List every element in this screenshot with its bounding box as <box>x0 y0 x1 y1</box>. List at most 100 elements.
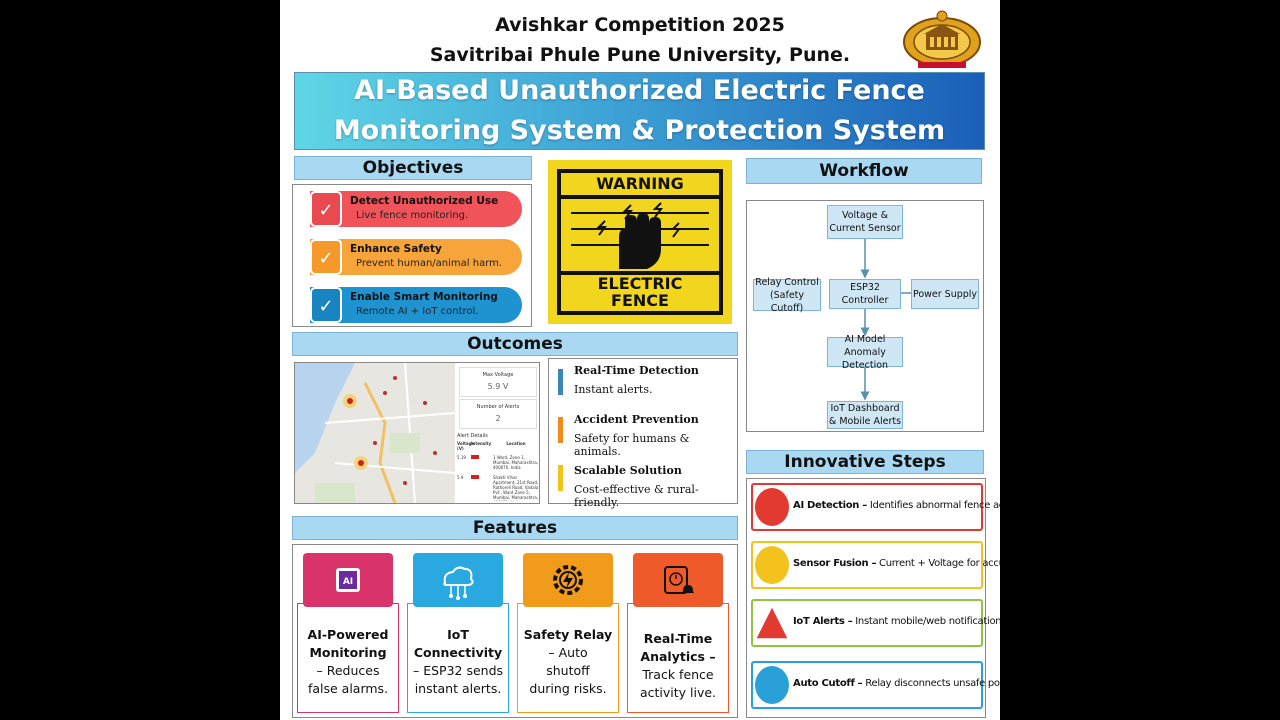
university-seal-icon <box>903 10 981 68</box>
step-desc: Current + Voltage for accuracy. <box>879 558 1000 569</box>
max-voltage-label: Max Voltage <box>482 372 514 378</box>
features-heading: Features <box>292 516 738 540</box>
alert-details-label: Alert Details <box>457 433 488 439</box>
title-banner: AI-Based Unauthorized Electric Fence Mon… <box>294 72 985 150</box>
feature-card-analytics: Real-Time Analytics – Track fence activi… <box>627 603 729 713</box>
feature-desc: – ESP32 sends <box>412 663 504 678</box>
alert-table-header: Voltage (V) Intensity Location <box>457 441 539 451</box>
innovative-steps-heading: Innovative Steps <box>746 450 984 474</box>
objective-subtitle: Prevent human/animal harm. <box>356 258 503 269</box>
objective-item: ✓ Detect Unauthorized Use Live fence mon… <box>310 191 522 227</box>
feature-desc: during risks. <box>529 681 607 696</box>
objective-title: Enhance Safety <box>350 243 442 255</box>
feature-desc: shutoff <box>546 663 590 678</box>
intensity-badge <box>471 455 493 471</box>
outcomes-heading: Outcomes <box>292 332 738 356</box>
plug-icon <box>755 666 789 704</box>
feature-text: Real-Time Analytics – Track fence activi… <box>628 630 728 702</box>
innovative-step-text: Sensor Fusion – Current + Voltage for ac… <box>793 558 1000 569</box>
step-desc: Instant mobile/web notifications. <box>855 616 1000 627</box>
workflow-node-relay: Relay Control (Safety Cutoff) <box>753 277 821 314</box>
objective-item: ✓ Enable Smart Monitoring Remote AI + Io… <box>310 287 522 323</box>
features-panel: AI-Powered Monitoring – Reduces false al… <box>292 544 738 718</box>
step-term: Auto Cutoff – <box>793 678 863 689</box>
col-voltage: Voltage (V) <box>457 441 475 451</box>
title-line-2: Monitoring System & Protection System <box>333 115 946 146</box>
step-term: Sensor Fusion – <box>793 558 877 569</box>
innovative-step-text: AI Detection – Identifies abnormal fence… <box>793 500 1000 511</box>
feature-text: IoT Connectivity – ESP32 sends instant a… <box>408 626 508 698</box>
outcome-subtitle: Cost-effective & rural-friendly. <box>574 483 699 509</box>
electric-label: ELECTRIC <box>597 274 683 293</box>
feature-title: IoT <box>447 627 469 642</box>
checkmark-icon: ✓ <box>310 287 342 323</box>
feature-desc: – Reduces <box>316 663 380 678</box>
innovative-step-iot: IoT Alerts – Instant mobile/web notifica… <box>751 599 1000 647</box>
outcome-subtitle: Instant alerts. <box>574 383 653 396</box>
cloud-network-icon <box>413 553 503 607</box>
map-view <box>295 363 455 503</box>
poster: Avishkar Competition 2025 Savitribai Phu… <box>280 0 1000 720</box>
step-term: IoT Alerts – <box>793 616 853 627</box>
feature-title: Monitoring <box>309 645 387 660</box>
feature-desc: – Auto <box>548 645 588 660</box>
alert-triangle-icon <box>756 607 788 639</box>
workflow-node-sensor: Voltage & Current Sensor <box>827 205 903 239</box>
feature-title: Real-Time <box>643 631 713 646</box>
feature-desc: activity live. <box>639 685 717 700</box>
innovative-step-text: Auto Cutoff – Relay disconnects unsafe p… <box>793 678 1000 689</box>
workflow-node-ai: AI Model Anomaly Detection <box>827 334 903 371</box>
row-voltage: 5.19 <box>457 455 466 460</box>
outcome-subtitle: Safety for humans & animals. <box>574 432 690 458</box>
competition-title: Avishkar Competition 2025 <box>495 14 785 36</box>
step-desc: Identifies abnormal fence activity. <box>869 500 1000 511</box>
outcome-title: Real-Time Detection <box>574 364 699 377</box>
dashboard-screenshot: Max Voltage 5.9 V Number of Alerts 2 Ale… <box>294 362 540 504</box>
feature-title: AI-Powered <box>307 627 389 642</box>
max-voltage-card: Max Voltage 5.9 V <box>459 367 537 397</box>
workflow-node-power: Power Supply <box>911 279 979 309</box>
feature-text: Safety Relay – Auto shutoff during risks… <box>518 626 618 698</box>
objective-title: Detect Unauthorized Use <box>350 195 499 207</box>
feature-card-ai: AI-Powered Monitoring – Reduces false al… <box>297 603 399 713</box>
intensity-badge <box>471 475 493 501</box>
title-line-1: AI-Based Unauthorized Electric Fence <box>354 75 925 106</box>
outcome-marker <box>558 465 563 491</box>
svg-text:AI: AI <box>343 577 353 587</box>
outcome-title: Scalable Solution <box>574 464 682 477</box>
objective-item: ✓ Enhance Safety Prevent human/animal ha… <box>310 239 522 275</box>
col-location: Location <box>506 441 526 446</box>
warning-sign: WARNING ELECTRIC FENCE <box>548 160 732 324</box>
table-row: 5.9 Shakti Vihar Apartment, 21st Road, R… <box>457 475 539 501</box>
feature-desc: instant alerts. <box>414 681 502 696</box>
objective-title: Enable Smart Monitoring <box>350 291 498 303</box>
innovative-steps-panel: AI Detection – Identifies abnormal fence… <box>746 478 1000 718</box>
objective-subtitle: Remote AI + IoT control. <box>356 306 479 317</box>
step-term: AI Detection – <box>793 500 867 511</box>
warning-label: WARNING <box>561 173 719 195</box>
feature-card-iot: IoT Connectivity – ESP32 sends instant a… <box>407 603 509 713</box>
ai-head-icon <box>755 488 789 526</box>
warning-sign-inner: WARNING ELECTRIC FENCE <box>557 169 723 315</box>
innovative-step-text: IoT Alerts – Instant mobile/web notifica… <box>793 616 1000 627</box>
dashboard-stats: Max Voltage 5.9 V Number of Alerts 2 Ale… <box>455 363 539 503</box>
hand-shock-icon <box>561 199 719 271</box>
objectives-heading: Objectives <box>294 156 532 180</box>
checkmark-icon: ✓ <box>310 191 342 227</box>
timer-bell-icon <box>633 553 723 607</box>
feature-title: Analytics – <box>640 649 716 664</box>
feature-desc: Track fence <box>642 667 714 682</box>
col-intensity: Intensity <box>471 441 492 446</box>
workflow-diagram: Voltage & Current Sensor Relay Control (… <box>746 200 984 432</box>
workflow-node-controller: ESP32 Controller <box>829 279 901 309</box>
outcome-marker <box>558 417 563 443</box>
outcomes-list: Real-Time Detection Instant alerts. Acci… <box>548 358 738 509</box>
ai-chip-icon: AI <box>303 553 393 607</box>
checkmark-icon: ✓ <box>310 239 342 275</box>
alerts-card: Number of Alerts 2 <box>459 399 537 429</box>
gear-bolt-icon <box>523 553 613 607</box>
outcome-title: Accident Prevention <box>574 413 699 426</box>
objective-subtitle: Live fence monitoring. <box>356 210 469 221</box>
innovative-step-ai: AI Detection – Identifies abnormal fence… <box>751 483 1000 531</box>
outcome-marker <box>558 369 563 395</box>
